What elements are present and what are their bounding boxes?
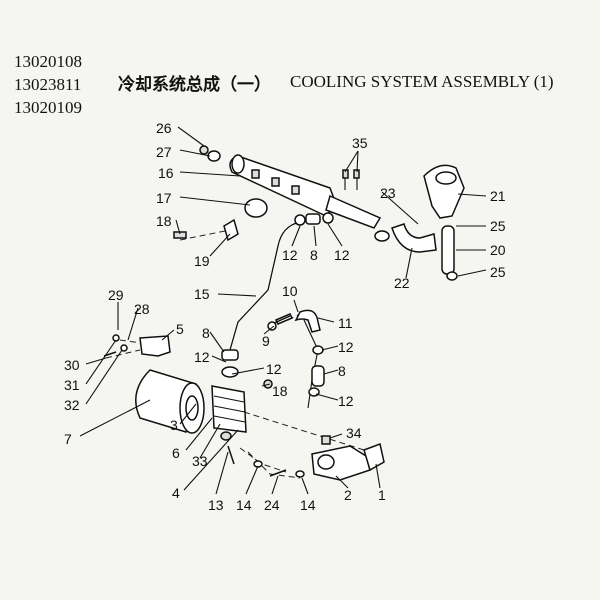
water-manifold-pipe: [229, 154, 382, 229]
callout-32: 32: [64, 397, 80, 413]
part-number-3: 13020109: [14, 98, 82, 117]
callout-11: 11: [338, 315, 353, 331]
oil-cooler-cover: [311, 435, 385, 481]
bolts-and-washers: [103, 315, 305, 478]
callout-24: 24: [264, 497, 280, 513]
callout-8-right: 8: [338, 363, 346, 379]
callout-1: 1: [378, 487, 386, 503]
callout-15: 15: [194, 286, 210, 302]
callout-25-upper: 25: [490, 218, 506, 234]
callout-27: 27: [156, 144, 172, 160]
oil-filter: [135, 369, 205, 434]
callout-25-lower: 25: [490, 264, 506, 280]
callout-5: 5: [176, 321, 184, 337]
callout-13: 13: [208, 497, 224, 513]
part-number-2: 13023811: [14, 75, 82, 94]
rubber-elbow-hose: [374, 223, 437, 253]
callout-20: 20: [490, 242, 506, 258]
callout-19: 19: [194, 253, 210, 269]
return-pipe-elbow: [274, 309, 325, 397]
leader-lines: [79, 126, 487, 495]
callout-4: 4: [172, 485, 180, 501]
callout-35: 35: [352, 135, 368, 151]
callout-22: 22: [394, 275, 410, 291]
callout-33: 33: [192, 453, 208, 469]
callout-14-right: 14: [300, 497, 316, 513]
callout-12-d: 12: [338, 393, 354, 409]
thermostat-housing: [423, 164, 465, 281]
mounting-bracket: [139, 335, 171, 357]
callout-30: 30: [64, 357, 80, 373]
callout-34: 34: [346, 425, 362, 441]
callout-14-left: 14: [236, 497, 252, 513]
callout-10: 10: [282, 283, 298, 299]
callout-28: 28: [134, 301, 150, 317]
callout-9: 9: [262, 333, 270, 349]
callout-23: 23: [380, 185, 396, 201]
callout-12-a: 12: [282, 247, 298, 263]
callout-12-c: 12: [338, 339, 354, 355]
callout-labels: 26 27 16 17 18 19 35 23 21 25 20 25 22 1…: [64, 120, 506, 513]
part-number-1: 13020108: [14, 52, 82, 71]
title-english: COOLING SYSTEM ASSEMBLY (1): [290, 72, 554, 91]
callout-12-b: 12: [334, 247, 350, 263]
callout-12-f: 12: [266, 361, 282, 377]
callout-21: 21: [490, 188, 506, 204]
callout-2: 2: [344, 487, 352, 503]
callout-26: 26: [156, 120, 172, 136]
callout-18-lower: 18: [272, 383, 288, 399]
callout-8-left: 8: [202, 325, 210, 341]
callout-12-e: 12: [194, 349, 210, 365]
callout-17: 17: [156, 190, 172, 206]
assembly-lines: [105, 229, 365, 479]
hose-clips-and-fittings: [173, 145, 360, 242]
callout-3: 3: [170, 417, 178, 433]
callout-29: 29: [108, 287, 124, 303]
callout-18-upper: 18: [156, 213, 172, 229]
callout-8-upper: 8: [310, 247, 318, 263]
title-chinese: 冷却系统总成（一）: [118, 75, 271, 95]
callout-16: 16: [158, 165, 174, 181]
oil-cooler-body: [211, 349, 273, 441]
callout-31: 31: [64, 377, 80, 393]
callout-7: 7: [64, 431, 72, 447]
callout-6: 6: [172, 445, 180, 461]
